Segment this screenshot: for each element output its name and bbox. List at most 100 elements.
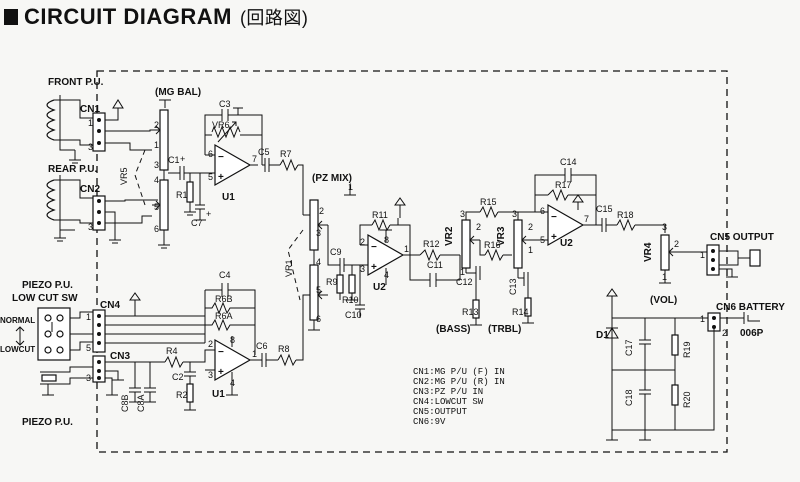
c12-label: C12 [456, 277, 473, 287]
cn2-label: CN2 [80, 184, 100, 195]
svg-text:4: 4 [384, 270, 389, 280]
svg-text:2: 2 [360, 237, 365, 247]
vr3-treble-pot: 3 2 1 [512, 209, 533, 269]
svg-text:6: 6 [540, 206, 545, 216]
r11-label: R11 [372, 210, 388, 220]
svg-text:5: 5 [154, 202, 159, 212]
u2-right-label: U2 [560, 238, 573, 249]
r9-resistor [336, 274, 344, 294]
c14-label: C14 [560, 157, 577, 167]
svg-text:1: 1 [348, 182, 353, 192]
pz-mix-pot-lower: 4 5 6 [309, 257, 328, 324]
svg-text:−: − [218, 152, 224, 163]
u1-lower-opamp: − + 2 3 8 1 4 [208, 335, 257, 388]
front-pu-label: FRONT P.U. [48, 77, 104, 88]
vr6-label: VR6 [212, 120, 230, 130]
c4-label: C4 [219, 270, 231, 280]
u2-right-opamp: − + 6 5 7 [540, 203, 589, 247]
c10-label: C10 [345, 310, 362, 320]
svg-text:+: + [218, 367, 224, 378]
c15-label: C15 [596, 204, 613, 214]
c2-label: C2 [172, 372, 184, 382]
legend-item: CN5:OUTPUT [413, 407, 468, 417]
page-title: CIRCUIT DIAGRAM(回路図) [4, 4, 308, 30]
piezo-pu-bottom-label: PIEZO P.U. [22, 417, 73, 428]
r13-label: R13 [462, 307, 479, 317]
svg-text:+: + [180, 154, 185, 164]
d1-label: D1 [596, 330, 609, 341]
piezo-element [41, 374, 57, 382]
r17-label: R17 [555, 180, 572, 190]
c17-label: C17 [624, 339, 634, 356]
svg-text:−: − [218, 347, 224, 358]
r6b-label: R6B [215, 294, 233, 304]
svg-text:1: 1 [88, 118, 93, 128]
svg-text:1: 1 [528, 245, 533, 255]
svg-text:2: 2 [154, 120, 159, 130]
svg-text:2: 2 [528, 222, 533, 232]
rear-pu-label: REAR P.U. [48, 164, 97, 175]
low-cut-switch [37, 307, 71, 361]
r19-resistor [671, 334, 679, 356]
c11-label: C11 [427, 260, 443, 270]
svg-text:3: 3 [662, 222, 667, 232]
vr4-label: VR4 [643, 242, 654, 262]
c18-label: C18 [624, 389, 634, 406]
cn6-label: CN6 BATTERY [716, 302, 785, 313]
c7-label: C7 [191, 218, 203, 228]
svg-text:1: 1 [154, 140, 159, 150]
c8b-label: C8B [120, 394, 130, 412]
svg-text:+: + [206, 209, 211, 219]
r16-label: R16 [484, 240, 501, 250]
svg-text:4: 4 [230, 378, 235, 388]
svg-text:2: 2 [476, 222, 481, 232]
svg-text:4: 4 [154, 175, 159, 185]
svg-text:+: + [371, 262, 377, 273]
svg-text:6: 6 [316, 314, 321, 324]
svg-text:6: 6 [208, 149, 213, 159]
svg-text:1: 1 [86, 312, 91, 322]
title-square-icon [4, 9, 18, 25]
c6-label: C6 [256, 341, 268, 351]
r1-label: R1 [176, 190, 188, 200]
svg-text:2: 2 [674, 239, 679, 249]
c1-label: C1 [168, 155, 180, 165]
legend-item: CN6:9V [413, 417, 446, 427]
r7-label: R7 [280, 149, 292, 159]
c8a-label: C8A [136, 394, 146, 412]
legend-item: CN4:LOWCUT SW [413, 397, 484, 407]
r19-label: R19 [682, 341, 692, 358]
cn3-label: CN3 [110, 351, 130, 362]
r2-resistor [186, 383, 194, 403]
svg-text:3: 3 [512, 209, 517, 219]
front-pu-coil [46, 95, 93, 151]
r12-label: R12 [423, 239, 440, 249]
r9-label: R9 [326, 277, 338, 287]
svg-text:+: + [551, 232, 557, 243]
r8-label: R8 [278, 344, 290, 354]
battery-label: 006P [740, 328, 764, 339]
c5-label: C5 [258, 147, 270, 157]
bass-label: (BASS) [436, 324, 470, 335]
mg-bal-label: (MG BAL) [155, 87, 201, 98]
svg-text:2: 2 [722, 328, 727, 338]
svg-text:5: 5 [316, 285, 321, 295]
r6a-label: R6A [215, 311, 233, 321]
cn4-connector [92, 309, 106, 353]
svg-text:3: 3 [208, 370, 213, 380]
output-jack [749, 249, 761, 267]
svg-text:1: 1 [460, 267, 465, 277]
legend-item: CN3:PZ P/U IN [413, 387, 484, 397]
c3-label: C3 [219, 99, 231, 109]
svg-text:3: 3 [88, 222, 93, 232]
cn1-label: CN1 [80, 104, 100, 115]
r20-label: R20 [682, 391, 692, 408]
vol-label: (VOL) [650, 295, 677, 306]
svg-text:8: 8 [384, 235, 389, 245]
svg-text:−: − [551, 212, 557, 223]
svg-text:7: 7 [584, 214, 589, 224]
cn5-label: CN5 OUTPUT [710, 232, 774, 243]
u1-upper-opamp: − + 6 5 7 [208, 143, 257, 187]
r4-label: R4 [166, 346, 178, 356]
